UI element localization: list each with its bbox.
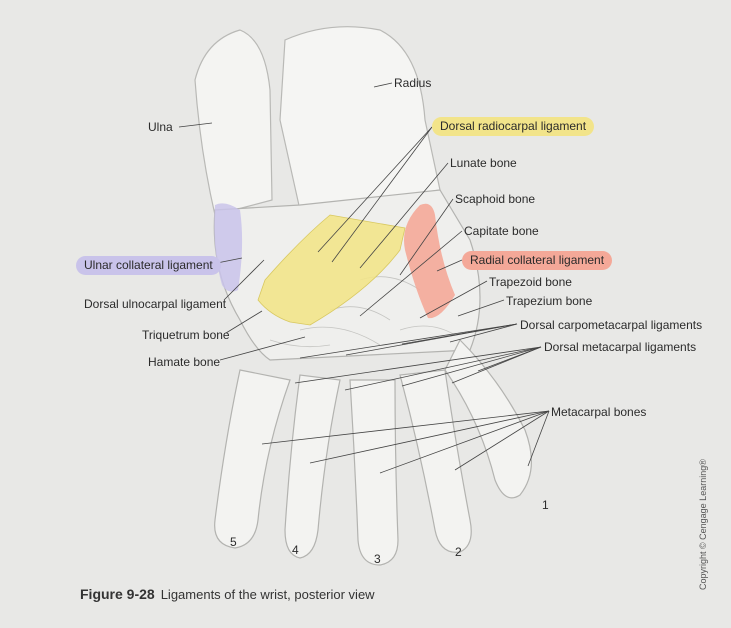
- figure-caption-text: Ligaments of the wrist, posterior view: [160, 587, 375, 602]
- label-lunate-bone: Lunate bone: [450, 156, 517, 170]
- leader-dorsal-radiocarpal-2: [331, 126, 433, 263]
- radial-collateral-ligament-shape: [404, 203, 455, 319]
- leader-radius: [373, 82, 393, 88]
- digit-number-3: 3: [374, 552, 381, 566]
- leader-carpometacarpal-4: [449, 323, 518, 343]
- label-trapezoid-bone: Trapezoid bone: [489, 275, 572, 289]
- leader-metacarpal-lig-3: [401, 346, 542, 387]
- digit-number-1: 1: [542, 498, 549, 512]
- metacarpal-3-shape: [349, 379, 399, 566]
- leader-trapezoid: [419, 280, 488, 319]
- label-dorsal-carpometacarpal-ligaments: Dorsal carpometacarpal ligaments: [520, 318, 703, 332]
- leader-scaphoid: [399, 198, 454, 276]
- leader-hamate: [219, 336, 306, 361]
- label-dorsal-metacarpal-ligaments: Dorsal metacarpal ligaments: [544, 340, 697, 354]
- ulna-shape: [194, 29, 273, 216]
- radius-shape: [279, 26, 441, 211]
- leader-metacarpal-bone-3: [379, 410, 550, 474]
- leader-metacarpal-bone-4: [309, 410, 550, 464]
- figure-number: Figure 9-28: [80, 586, 155, 602]
- leader-trapezium: [457, 299, 505, 317]
- metacarpal-2-shape: [399, 369, 472, 553]
- leader-metacarpal-lig-2: [344, 346, 542, 391]
- leader-metacarpal-lig-1: [294, 346, 542, 384]
- label-metacarpal-bones: Metacarpal bones: [551, 405, 647, 419]
- leader-dorsal-ulnocarpal: [223, 259, 265, 301]
- leader-carpometacarpal-1: [299, 323, 518, 359]
- dorsal-radiocarpal-ligament-shape: [257, 214, 406, 326]
- label-scaphoid-bone: Scaphoid bone: [455, 192, 536, 206]
- label-ulna: Ulna: [148, 120, 173, 134]
- label-hamate-bone: Hamate bone: [148, 355, 221, 369]
- digit-number-4: 4: [292, 543, 299, 557]
- ulnar-collateral-ligament-shape: [214, 203, 243, 292]
- digit-number-2: 2: [455, 545, 462, 559]
- leader-metacarpal-lig-5: [477, 346, 542, 372]
- label-triquetrum-bone: Triquetrum bone: [142, 328, 230, 342]
- leader-metacarpal-bone-1: [527, 410, 550, 467]
- label-capitate-bone: Capitate bone: [464, 224, 539, 238]
- label-dorsal-radiocarpal-ligament: Dorsal radiocarpal ligament: [432, 117, 595, 136]
- leader-lunate: [359, 162, 449, 269]
- metacarpal-1-shape: [444, 338, 533, 499]
- leader-lines: [178, 82, 550, 474]
- label-dorsal-ulnocarpal-ligament: Dorsal ulnocarpal ligament: [84, 297, 227, 311]
- metacarpal-4-shape: [284, 374, 341, 559]
- copyright-notice: Copyright © Cengage Learning®: [698, 459, 708, 590]
- leader-capitate: [359, 230, 463, 317]
- label-radial-collateral-ligament: Radial collateral ligament: [462, 251, 613, 270]
- metacarpals: [214, 338, 533, 566]
- leader-ulna: [178, 122, 213, 128]
- leader-radial-collateral: [436, 259, 463, 272]
- leader-dorsal-radiocarpal-1: [317, 126, 433, 253]
- leader-metacarpal-bone-2: [454, 410, 550, 471]
- digit-number-5: 5: [230, 535, 237, 549]
- label-ulnar-collateral-ligament: Ulnar collateral ligament: [76, 256, 221, 275]
- label-trapezium-bone: Trapezium bone: [506, 294, 593, 308]
- leader-carpometacarpal-3: [401, 323, 518, 345]
- metacarpal-5-shape: [214, 369, 291, 549]
- leader-metacarpal-bone-5: [261, 410, 550, 445]
- figure-caption: Figure 9-28 Ligaments of the wrist, poste…: [80, 586, 375, 602]
- label-radius: Radius: [394, 76, 432, 90]
- leader-triquetrum: [225, 310, 263, 334]
